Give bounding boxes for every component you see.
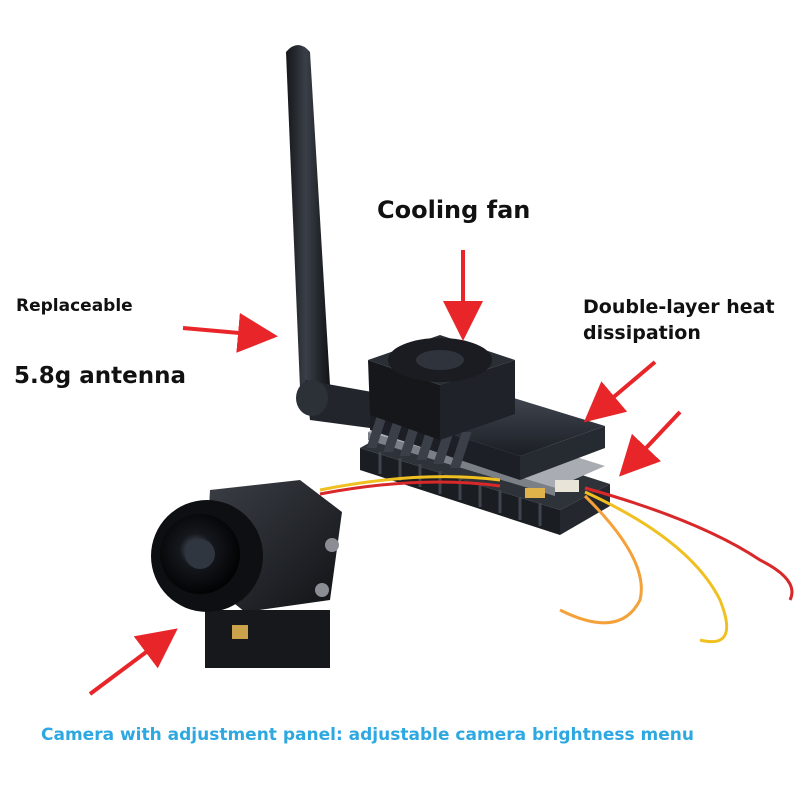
camera (151, 480, 342, 668)
wires (319, 475, 794, 643)
camera-arrow (88, 628, 178, 696)
heat-dissipation-label-line2: dissipation (583, 322, 701, 344)
heat-dissipation-label-line1: Double-layer heat (583, 296, 775, 318)
callout-arrows (88, 250, 682, 696)
antenna-arrow (182, 312, 278, 353)
antenna (286, 45, 372, 428)
heat-arrow (583, 360, 657, 423)
replaceable-label: Replaceable (16, 296, 133, 316)
camera-caption: Camera with adjustment panel: adjustable… (41, 725, 694, 745)
antenna-label: 5.8g antenna (14, 363, 186, 389)
cooling-fan-label: Cooling fan (377, 196, 531, 224)
cooling-fan (368, 335, 515, 440)
pcb-arrow (619, 410, 682, 477)
